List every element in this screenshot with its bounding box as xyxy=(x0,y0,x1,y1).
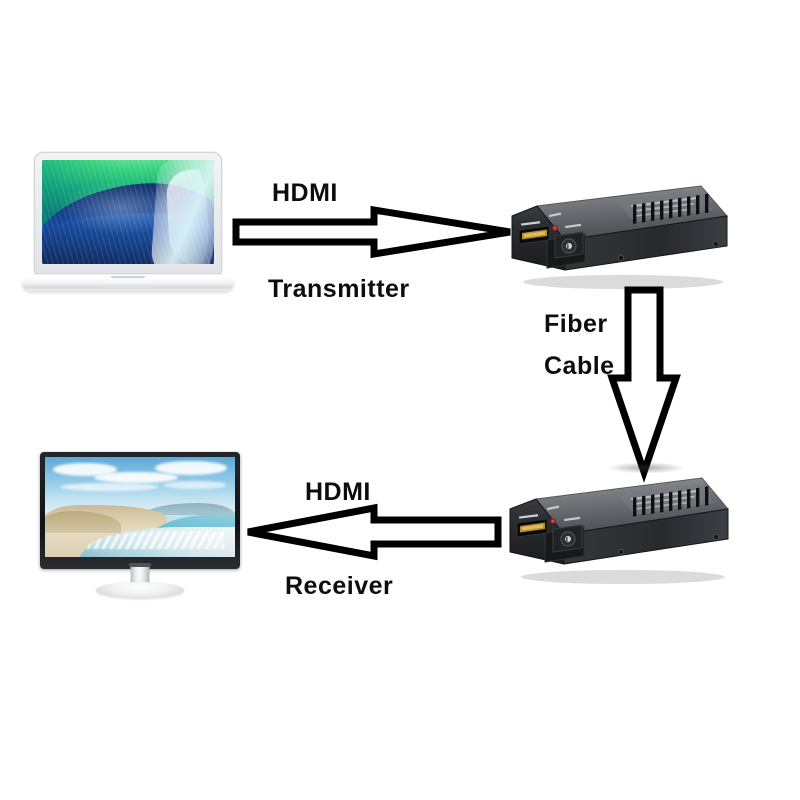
label-transmitter: Transmitter xyxy=(268,275,410,303)
label-fiber: Fiber xyxy=(544,310,608,338)
unit-vent-slots xyxy=(633,193,709,224)
arrow-receiver-to-monitor xyxy=(247,503,502,561)
laptop-lid xyxy=(34,152,222,274)
unit-screw-right xyxy=(712,240,720,248)
led-indicator xyxy=(549,212,562,231)
unit-vent-slots xyxy=(633,486,709,517)
monitor-screen xyxy=(45,457,235,557)
fiber-port xyxy=(544,524,585,563)
arrow-laptop-to-transmitter xyxy=(232,205,511,259)
arrow-right-shape xyxy=(232,205,511,259)
unit-screw-left xyxy=(617,254,625,262)
hdmi-port-label xyxy=(521,221,541,226)
monitor-brand-logo xyxy=(129,563,151,567)
beach-distant-hills xyxy=(143,503,235,515)
label-cable: Cable xyxy=(544,352,615,380)
monitor-stand-base xyxy=(96,582,184,598)
unit-shadow xyxy=(521,570,725,584)
beach-cloud xyxy=(162,481,228,489)
laptop-base xyxy=(22,278,234,291)
arrow-down-shape xyxy=(607,286,681,483)
fiber-port xyxy=(546,231,586,269)
transmitter-unit-drawing xyxy=(511,185,728,289)
label-hdmi-receiver-side: HDMI xyxy=(305,478,371,506)
unit-screw-right xyxy=(712,533,720,541)
laptop-front-lip xyxy=(102,285,154,288)
beach-foam xyxy=(86,531,224,549)
laptop-screen xyxy=(42,160,214,264)
label-receiver: Receiver xyxy=(285,572,394,600)
beach-cloud xyxy=(155,461,228,475)
beach-dunes-shadow xyxy=(45,511,121,533)
arrow-left-shape xyxy=(247,503,502,561)
hdmi-port-label xyxy=(519,514,539,519)
fiber-port-label xyxy=(564,516,581,522)
beach-cloud xyxy=(60,483,159,491)
hdmi-port xyxy=(516,518,548,538)
fiber-port-label xyxy=(565,223,582,229)
monitor-bezel xyxy=(40,452,240,569)
unit-shadow xyxy=(523,275,723,289)
laptop-device xyxy=(22,152,234,300)
receiver-unit-drawing xyxy=(509,477,729,584)
led-indicator xyxy=(547,505,560,524)
beach-cloud xyxy=(52,463,118,476)
arrow-transmitter-to-receiver xyxy=(607,286,681,483)
monitor-device xyxy=(40,452,240,598)
label-hdmi-transmitter-side: HDMI xyxy=(272,179,338,207)
unit-screw-left xyxy=(617,548,625,556)
transmitter-unit xyxy=(505,178,730,293)
receiver-unit xyxy=(503,470,731,588)
beach-cloud xyxy=(94,472,178,483)
hdmi-port xyxy=(518,225,550,245)
